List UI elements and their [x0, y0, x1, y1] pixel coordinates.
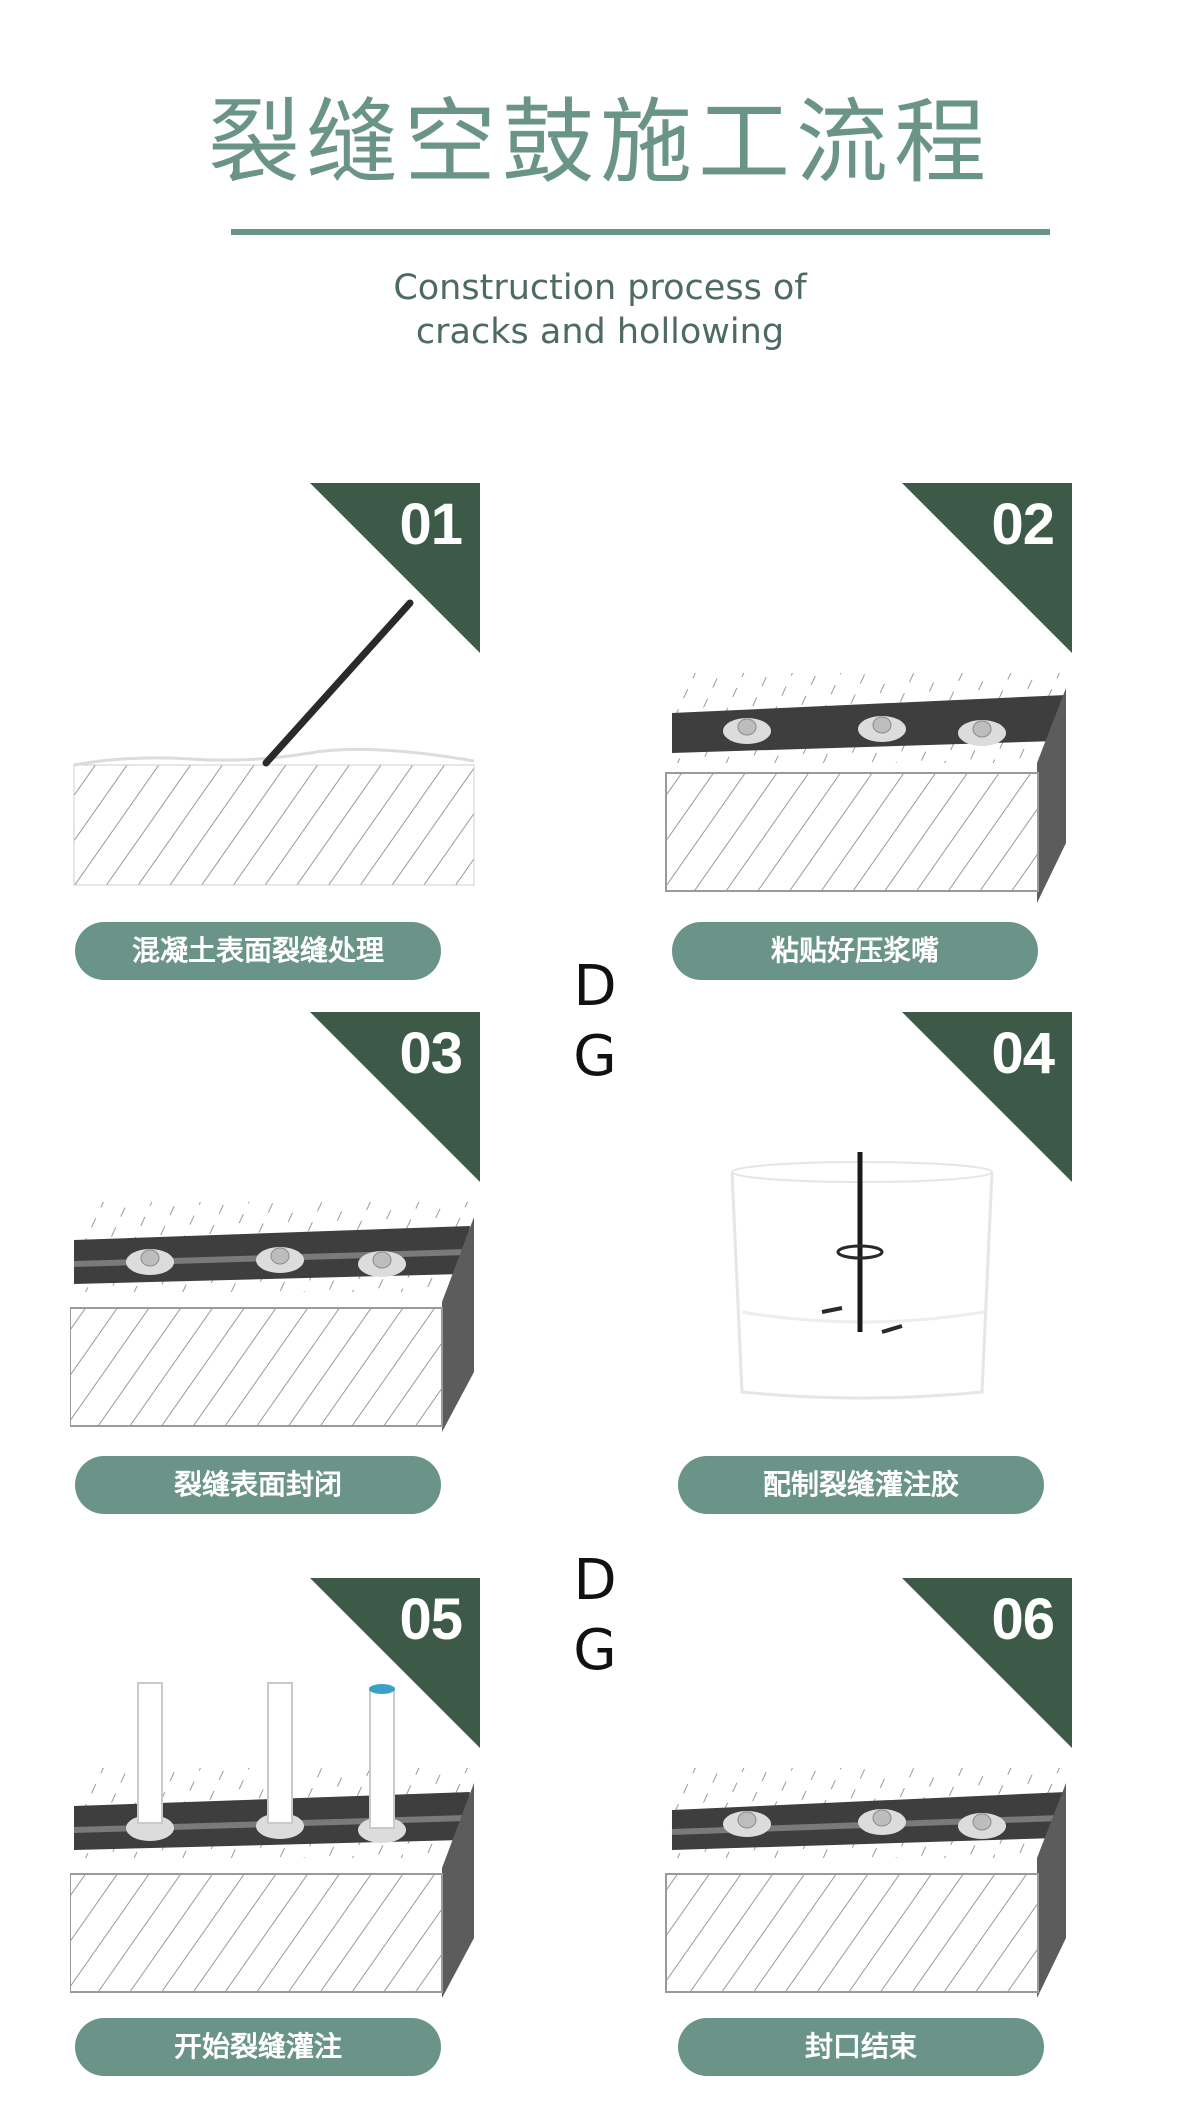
step-01-illustration [73, 483, 480, 886]
watermark-letter-d: D [573, 1548, 617, 1613]
step-label-05: 开始裂缝灌注 [75, 2018, 441, 2076]
step-number-02: 02 [991, 492, 1055, 557]
watermark-dg-bottom: D G [570, 1546, 620, 1686]
watermark-letter-d: D [573, 954, 617, 1019]
title-divider [231, 229, 1050, 235]
step-06-illustration [665, 1578, 1072, 1998]
nozzle-group [723, 716, 1006, 746]
step-label-04: 配制裂缝灌注胶 [678, 1456, 1044, 1514]
step-02-illustration [665, 483, 1072, 903]
watermark-letter-g: G [573, 1618, 617, 1683]
step-number-04: 04 [991, 1021, 1055, 1086]
step-03-illustration [70, 1012, 480, 1432]
watermark-letter-g: G [573, 1024, 617, 1089]
step-label-01: 混凝土表面裂缝处理 [75, 922, 441, 980]
step-card-01: 01 [70, 483, 480, 903]
step-label-03: 裂缝表面封闭 [75, 1456, 441, 1514]
step-card-02: 02 [662, 483, 1072, 903]
step-number-05: 05 [399, 1587, 463, 1652]
step-card-04: 04 [662, 1012, 1072, 1432]
step-label-02: 粘贴好压浆嘴 [672, 922, 1038, 980]
step-05-illustration [70, 1578, 480, 1998]
subtitle-line-2: cracks and hollowing [415, 312, 785, 352]
step-card-06: 06 [662, 1578, 1072, 1998]
step-number-06: 06 [991, 1587, 1055, 1652]
page-subtitle: Construction process of cracks and hollo… [0, 266, 1200, 354]
step-card-05: 05 [70, 1578, 480, 1998]
page-title: 裂缝空鼓施工流程 [207, 89, 992, 196]
step-card-03: 03 [70, 1012, 480, 1432]
watermark-dg-top: D G [570, 952, 620, 1092]
subtitle-line-1: Construction process of [393, 268, 807, 308]
step-number-01: 01 [399, 492, 463, 557]
step-number-03: 03 [399, 1021, 463, 1086]
step-04-illustration [730, 1012, 1072, 1400]
step-label-06: 封口结束 [678, 2018, 1044, 2076]
